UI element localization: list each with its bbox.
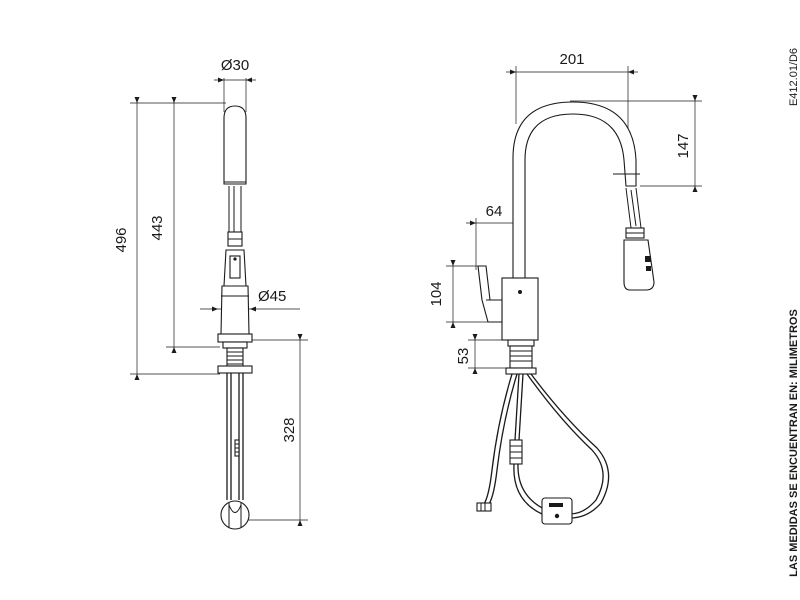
side-lever-offset-label: 64 — [486, 203, 503, 220]
front-spout-height-label: 443 — [149, 215, 166, 240]
front-total-height-label: 496 — [113, 227, 130, 252]
side-base-height-label: 53 — [455, 348, 472, 365]
side-reach-label: 201 — [559, 51, 584, 68]
dim-front-body-diameter: Ø30 — [214, 57, 256, 112]
side-spray-drop-label: 147 — [675, 133, 692, 158]
dim-front-spout-height: 443 — [149, 97, 220, 353]
side-lever-height-label: 104 — [428, 281, 445, 306]
dim-side-lever-height: 104 — [428, 260, 490, 328]
side-view: 201 147 64 104 — [428, 51, 702, 525]
front-below-deck-label: 328 — [281, 417, 298, 442]
dim-front-total-height: 496 — [113, 97, 226, 380]
dim-front-base-diameter: Ø45 — [200, 288, 300, 312]
front-faucet-body — [217, 105, 253, 530]
dim-front-below-deck: 328 — [246, 334, 308, 526]
drawing-code: E412.01/D6 — [788, 48, 800, 106]
side-faucet-body — [476, 101, 655, 525]
front-base-diameter-label: Ø45 — [258, 288, 286, 305]
units-note: LAS MEDIDAS SE ENCUENTRAN EN: MILIMETROS — [788, 309, 800, 577]
front-view: Ø30 496 443 Ø45 — [113, 57, 308, 530]
front-body-diameter-label: Ø30 — [221, 57, 249, 74]
dim-side-spray-drop: 147 — [570, 95, 702, 192]
